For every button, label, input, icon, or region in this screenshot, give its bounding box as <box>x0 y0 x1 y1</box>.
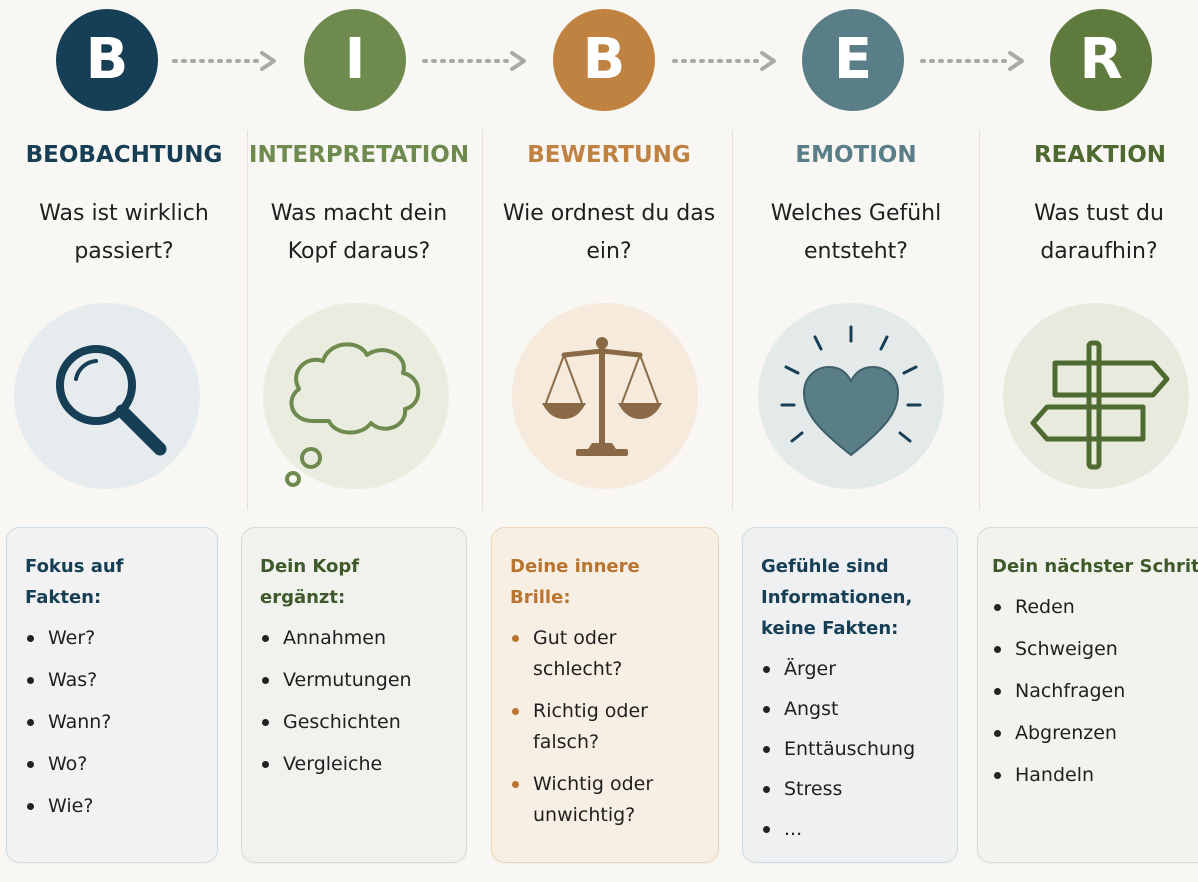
card-list: Wer? Was? Wann? Wo? Wie? <box>25 623 199 822</box>
list-item: Nachfragen <box>992 676 1181 707</box>
step-title: BEOBACHTUNG <box>25 142 223 168</box>
step-letter: B <box>56 9 158 111</box>
list-item: Wo? <box>25 749 199 780</box>
step-question: Was ist wirklich passiert? <box>39 201 209 264</box>
flow-arrow-icon <box>920 51 1024 71</box>
step-question: Was macht dein Kopf daraus? <box>270 201 448 264</box>
list-item: Abgrenzen <box>992 718 1181 749</box>
step-letter: I <box>304 9 406 111</box>
list-item: Was? <box>25 665 199 696</box>
flow-arrow-icon <box>172 51 276 71</box>
signpost-icon <box>1003 303 1189 489</box>
list-item: Wichtig oder unwichtig? <box>510 769 700 831</box>
info-card: Dein nächster Schritt: Reden Schweigen N… <box>977 527 1198 863</box>
step-question: Welches Gefühl entsteht? <box>770 201 942 264</box>
step-letter: R <box>1050 9 1152 111</box>
card-title: Fokus auf Fakten: <box>25 556 124 608</box>
list-item: Wann? <box>25 707 199 738</box>
column-divider <box>247 130 248 510</box>
card-list: Gut oder schlecht? Richtig oder falsch? … <box>510 623 700 831</box>
info-card: Gefühle sind Informationen, keine Fakten… <box>742 527 958 863</box>
list-item: Richtig oder falsch? <box>510 696 700 758</box>
list-item: Wie? <box>25 791 199 822</box>
list-item: Reden <box>992 592 1181 623</box>
card-title: Dein nächster Schritt: <box>992 556 1198 577</box>
step-title: BEWERTUNG <box>527 142 691 168</box>
info-card: Dein Kopf ergänzt: Annahmen Vermutungen … <box>241 527 467 863</box>
card-title: Dein Kopf ergänzt: <box>260 556 360 608</box>
step-question: Wie ordnest du das ein? <box>502 201 716 264</box>
info-card: Fokus auf Fakten: Wer? Was? Wann? Wo? Wi… <box>6 527 218 863</box>
list-item: Vergleiche <box>260 749 448 780</box>
step-beobachtung: B BEOBACHTUNG Was ist wirklich passiert?… <box>0 0 248 882</box>
list-item: Ärger <box>761 654 939 685</box>
step-interpretation: I INTERPRETATION Was macht dein Kopf dar… <box>235 0 483 882</box>
card-list: Ärger Angst Enttäuschung Stress ... <box>761 654 939 845</box>
list-item: Angst <box>761 694 939 725</box>
step-bewertung: B BEWERTUNG Wie ordnest du das ein? Dein… <box>485 0 733 882</box>
thought-cloud-icon <box>263 303 449 489</box>
step-title: INTERPRETATION <box>248 142 470 168</box>
list-item: Gut oder schlecht? <box>510 623 700 685</box>
magnifier-icon <box>14 303 200 489</box>
info-card: Deine innere Brille: Gut oder schlecht? … <box>491 527 719 863</box>
step-title: REAKTION <box>1033 142 1167 168</box>
list-item: Annahmen <box>260 623 448 654</box>
card-list: Annahmen Vermutungen Geschichten Verglei… <box>260 623 448 780</box>
step-reaktion: R REAKTION Was tust du daraufhin? Dein n… <box>975 0 1198 882</box>
list-item: Handeln <box>992 760 1181 791</box>
column-divider <box>482 130 483 510</box>
flow-arrow-icon <box>422 51 526 71</box>
step-letter: E <box>802 9 904 111</box>
flow-arrow-icon <box>672 51 776 71</box>
list-item: Wer? <box>25 623 199 654</box>
column-divider <box>979 130 980 510</box>
list-item: ... <box>761 814 939 845</box>
step-title: EMOTION <box>795 142 917 168</box>
list-item: Geschichten <box>260 707 448 738</box>
list-item: Schweigen <box>992 634 1181 665</box>
step-emotion: E EMOTION Welches Gefühl entsteht? Gefüh… <box>732 0 980 882</box>
card-title: Gefühle sind Informationen, keine Fakten… <box>761 556 913 639</box>
scale-icon <box>512 303 698 489</box>
heart-icon <box>758 303 944 489</box>
card-title: Deine innere Brille: <box>510 556 640 608</box>
card-list: Reden Schweigen Nachfragen Abgrenzen Han… <box>992 592 1181 791</box>
step-question: Was tust du daraufhin? <box>1034 201 1164 264</box>
column-divider <box>732 130 733 510</box>
list-item: Vermutungen <box>260 665 448 696</box>
list-item: Enttäuschung <box>761 734 939 765</box>
step-letter: B <box>553 9 655 111</box>
list-item: Stress <box>761 774 939 805</box>
